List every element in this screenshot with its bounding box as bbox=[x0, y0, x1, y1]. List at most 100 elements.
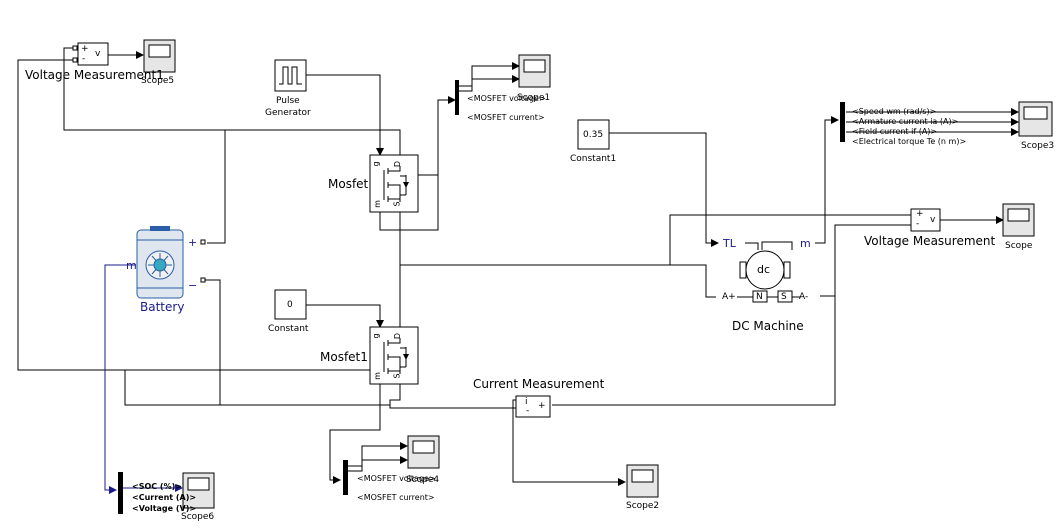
dcm-label: DC Machine bbox=[732, 319, 804, 333]
pulse-label-1: Pulse bbox=[276, 96, 300, 106]
constant-value: 0 bbox=[287, 300, 293, 310]
mosfet1-block[interactable] bbox=[369, 326, 419, 385]
bus-selector-dcm bbox=[840, 102, 845, 142]
mosfet1-m: m bbox=[372, 372, 382, 380]
vm-v: v bbox=[930, 215, 936, 225]
wire-aminus-cm bbox=[552, 296, 836, 406]
dc-machine-block[interactable] bbox=[737, 241, 800, 303]
vm-plus: + bbox=[916, 209, 924, 219]
wire-battery-minus bbox=[205, 279, 390, 406]
voltage-measurement-block[interactable] bbox=[910, 208, 941, 232]
constant1-block bbox=[577, 119, 610, 150]
dcm-s: S bbox=[781, 292, 787, 302]
dcm-a-minus: A- bbox=[799, 292, 809, 302]
bus-selector-mosfet bbox=[455, 80, 459, 115]
scope4-sig2: <MOSFET current> bbox=[357, 493, 435, 502]
mosfet-block[interactable] bbox=[369, 154, 419, 213]
scope3-label: Scope3 bbox=[1021, 141, 1055, 151]
scope4-block[interactable] bbox=[407, 435, 440, 469]
dcm-a-plus: A+ bbox=[722, 292, 736, 302]
current-measurement-block[interactable] bbox=[515, 395, 551, 418]
mosfet1-d: D bbox=[393, 332, 403, 340]
scope3-block[interactable] bbox=[1018, 101, 1053, 137]
vm1-plus: + bbox=[81, 44, 89, 54]
wire-mosfet1-s bbox=[389, 384, 516, 409]
wire-node-vm bbox=[669, 214, 911, 265]
battery-minus: − bbox=[188, 279, 198, 292]
wire-aminus bbox=[820, 224, 911, 297]
dcm-m: m bbox=[800, 237, 811, 250]
scope3-sig3: <Field current if (A)> bbox=[852, 127, 938, 136]
wire-bus4-scope4a bbox=[348, 442, 408, 467]
mosfet-label: Mosfet bbox=[328, 177, 369, 191]
scope6-sig1: <SOC (%)> bbox=[132, 482, 182, 491]
mosfet1-g: g bbox=[371, 333, 381, 339]
wire-const1-tl bbox=[609, 132, 719, 247]
vm1-v: v bbox=[95, 49, 101, 59]
scope6-label: Scope6 bbox=[181, 512, 215, 522]
scope1-sig2: <MOSFET current> bbox=[467, 113, 545, 122]
pulse-waveform-icon bbox=[279, 66, 302, 85]
scope3-sig4: <Electrical torque Te (n m)> bbox=[852, 137, 967, 146]
constant-label: Constant bbox=[268, 324, 309, 334]
wire-node-dcm bbox=[400, 264, 716, 298]
wire-mosfet1-m bbox=[329, 384, 381, 484]
bus-selector-mosfet1 bbox=[343, 460, 348, 495]
mosfet-d: D bbox=[393, 160, 403, 168]
mosfet1-label: Mosfet1 bbox=[320, 350, 368, 364]
scope3-sig2: <Armature current ia (A)> bbox=[852, 117, 959, 126]
wire-pulse-mosfet bbox=[306, 74, 384, 156]
battery-plus: + bbox=[188, 236, 198, 249]
scope2-block[interactable] bbox=[626, 464, 659, 498]
scope-block[interactable] bbox=[1002, 203, 1035, 237]
wire-battery-m bbox=[104, 264, 136, 494]
vm1-minus: - bbox=[82, 54, 86, 64]
scope6-sig3: <Voltage (V)> bbox=[132, 504, 197, 513]
wire-bus1-scope1a bbox=[458, 62, 520, 87]
scope2-label: Scope2 bbox=[626, 501, 660, 511]
scope4-sig1: <MOSFET voltage> bbox=[357, 474, 436, 483]
wire-bottom-left bbox=[124, 370, 220, 406]
wire-vm1-minus bbox=[17, 59, 381, 384]
blue-wires bbox=[104, 264, 183, 494]
wire-battery-plus bbox=[207, 130, 226, 244]
scope1-label: Scope1 bbox=[517, 93, 551, 103]
wire-vm1-plus bbox=[63, 47, 401, 155]
bus-selector-battery bbox=[118, 472, 123, 514]
scope5-block[interactable] bbox=[143, 39, 176, 73]
wire-const-mosfet1 bbox=[306, 304, 384, 328]
constant1-label: Constant1 bbox=[570, 154, 617, 164]
dcm-dc: dc bbox=[757, 263, 771, 276]
scope1-block[interactable] bbox=[518, 54, 551, 88]
vm-label: Voltage Measurement bbox=[864, 234, 996, 248]
constant-block bbox=[274, 289, 307, 320]
vm1-label: Voltage Measurement1 bbox=[25, 68, 164, 82]
scope4-label: Scope4 bbox=[406, 475, 440, 485]
wires bbox=[17, 47, 1019, 486]
cm-i: i bbox=[525, 397, 528, 407]
cm-minus: - bbox=[526, 406, 530, 416]
scope3-sig1: <Speed wm (rad/s)> bbox=[852, 107, 937, 116]
mosfet-g: g bbox=[371, 161, 381, 167]
battery-m: m bbox=[126, 259, 137, 272]
cm-plus: + bbox=[538, 401, 546, 411]
mosfet-m: m bbox=[372, 200, 382, 208]
pulse-generator-block[interactable] bbox=[274, 59, 307, 92]
scope6-block[interactable] bbox=[182, 472, 215, 509]
wire-dcm-m bbox=[815, 116, 839, 244]
wire-bus4-scope4b bbox=[348, 456, 408, 472]
wire-mosfet-bus1 bbox=[437, 96, 456, 175]
scope5-label: Scope5 bbox=[141, 76, 175, 86]
wire-mosfet-m bbox=[379, 174, 439, 231]
scope1-sig1: <MOSFET voltage> bbox=[467, 94, 546, 103]
scope-label: Scope bbox=[1005, 241, 1033, 251]
battery-block[interactable] bbox=[136, 226, 206, 299]
dcm-n: N bbox=[756, 292, 763, 302]
constant1-value: 0.35 bbox=[583, 130, 604, 140]
pulse-label-2: Generator bbox=[265, 108, 311, 118]
mosfet-s: S bbox=[392, 201, 402, 207]
wire-bus1-scope1b bbox=[458, 75, 520, 92]
voltage-measurement1-block[interactable] bbox=[72, 42, 109, 66]
scope6-sig2: <Current (A)> bbox=[132, 493, 197, 502]
